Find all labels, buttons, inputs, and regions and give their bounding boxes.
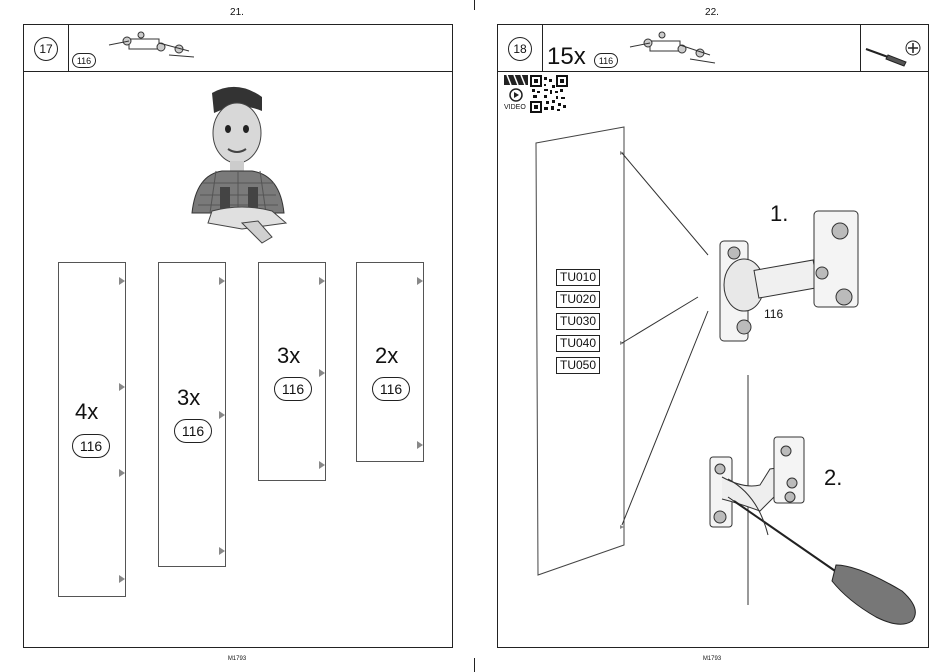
hinge-marker bbox=[119, 469, 125, 477]
footer-code-left: M1793 bbox=[217, 656, 257, 662]
hinge-icon bbox=[99, 29, 199, 61]
panel-part-badge: 116 bbox=[372, 377, 410, 401]
hinge-marker bbox=[417, 277, 423, 285]
panel-quantity: 2x bbox=[375, 343, 398, 369]
panel-4: 2x 116 bbox=[356, 262, 424, 462]
hinge-assembly-diagram bbox=[498, 25, 928, 647]
hinge-marker bbox=[119, 383, 125, 391]
step-number-badge: 17 bbox=[34, 37, 58, 61]
page-number-left: 21. bbox=[217, 7, 257, 18]
hinge-part-label: 116 bbox=[764, 307, 783, 321]
panel-quantity: 4x bbox=[75, 399, 98, 425]
panel-3: 3x 116 bbox=[258, 262, 326, 481]
hinge-closeup-2 bbox=[710, 437, 804, 527]
panel-part-badge: 116 bbox=[72, 434, 110, 458]
mascot-illustration bbox=[182, 83, 294, 249]
hinge-marker bbox=[219, 411, 225, 419]
hinge-marker bbox=[219, 277, 225, 285]
page-number-right: 22. bbox=[692, 7, 732, 18]
hinge-marker bbox=[119, 575, 125, 583]
hinge-marker bbox=[417, 441, 423, 449]
part-badge-header: 116 bbox=[72, 53, 96, 68]
step-label-2: 2. bbox=[824, 465, 842, 491]
hinge-marker bbox=[219, 547, 225, 555]
page-divider-top bbox=[474, 0, 475, 10]
panel-quantity: 3x bbox=[277, 343, 300, 369]
footer-code-right: M1793 bbox=[692, 656, 732, 662]
panel-1: 4x 116 bbox=[58, 262, 126, 597]
hinge-closeup-1 bbox=[720, 211, 858, 341]
hinge-marker bbox=[319, 461, 325, 469]
step-frame-right: 18 15x 116 VIDEO TU01 bbox=[497, 24, 929, 648]
hinge-marker bbox=[319, 277, 325, 285]
page-divider-bottom bbox=[474, 658, 475, 672]
panel-2: 3x 116 bbox=[158, 262, 226, 567]
hinge-marker bbox=[119, 277, 125, 285]
step-frame-left: 17 116 4x 116 3x 116 bbox=[23, 24, 453, 648]
panel-quantity: 3x bbox=[177, 385, 200, 411]
panel-part-badge: 116 bbox=[274, 377, 312, 401]
panel-part-badge: 116 bbox=[174, 419, 212, 443]
step-header-separator bbox=[68, 25, 69, 71]
hinge-marker bbox=[319, 369, 325, 377]
step-label-1: 1. bbox=[770, 201, 788, 227]
